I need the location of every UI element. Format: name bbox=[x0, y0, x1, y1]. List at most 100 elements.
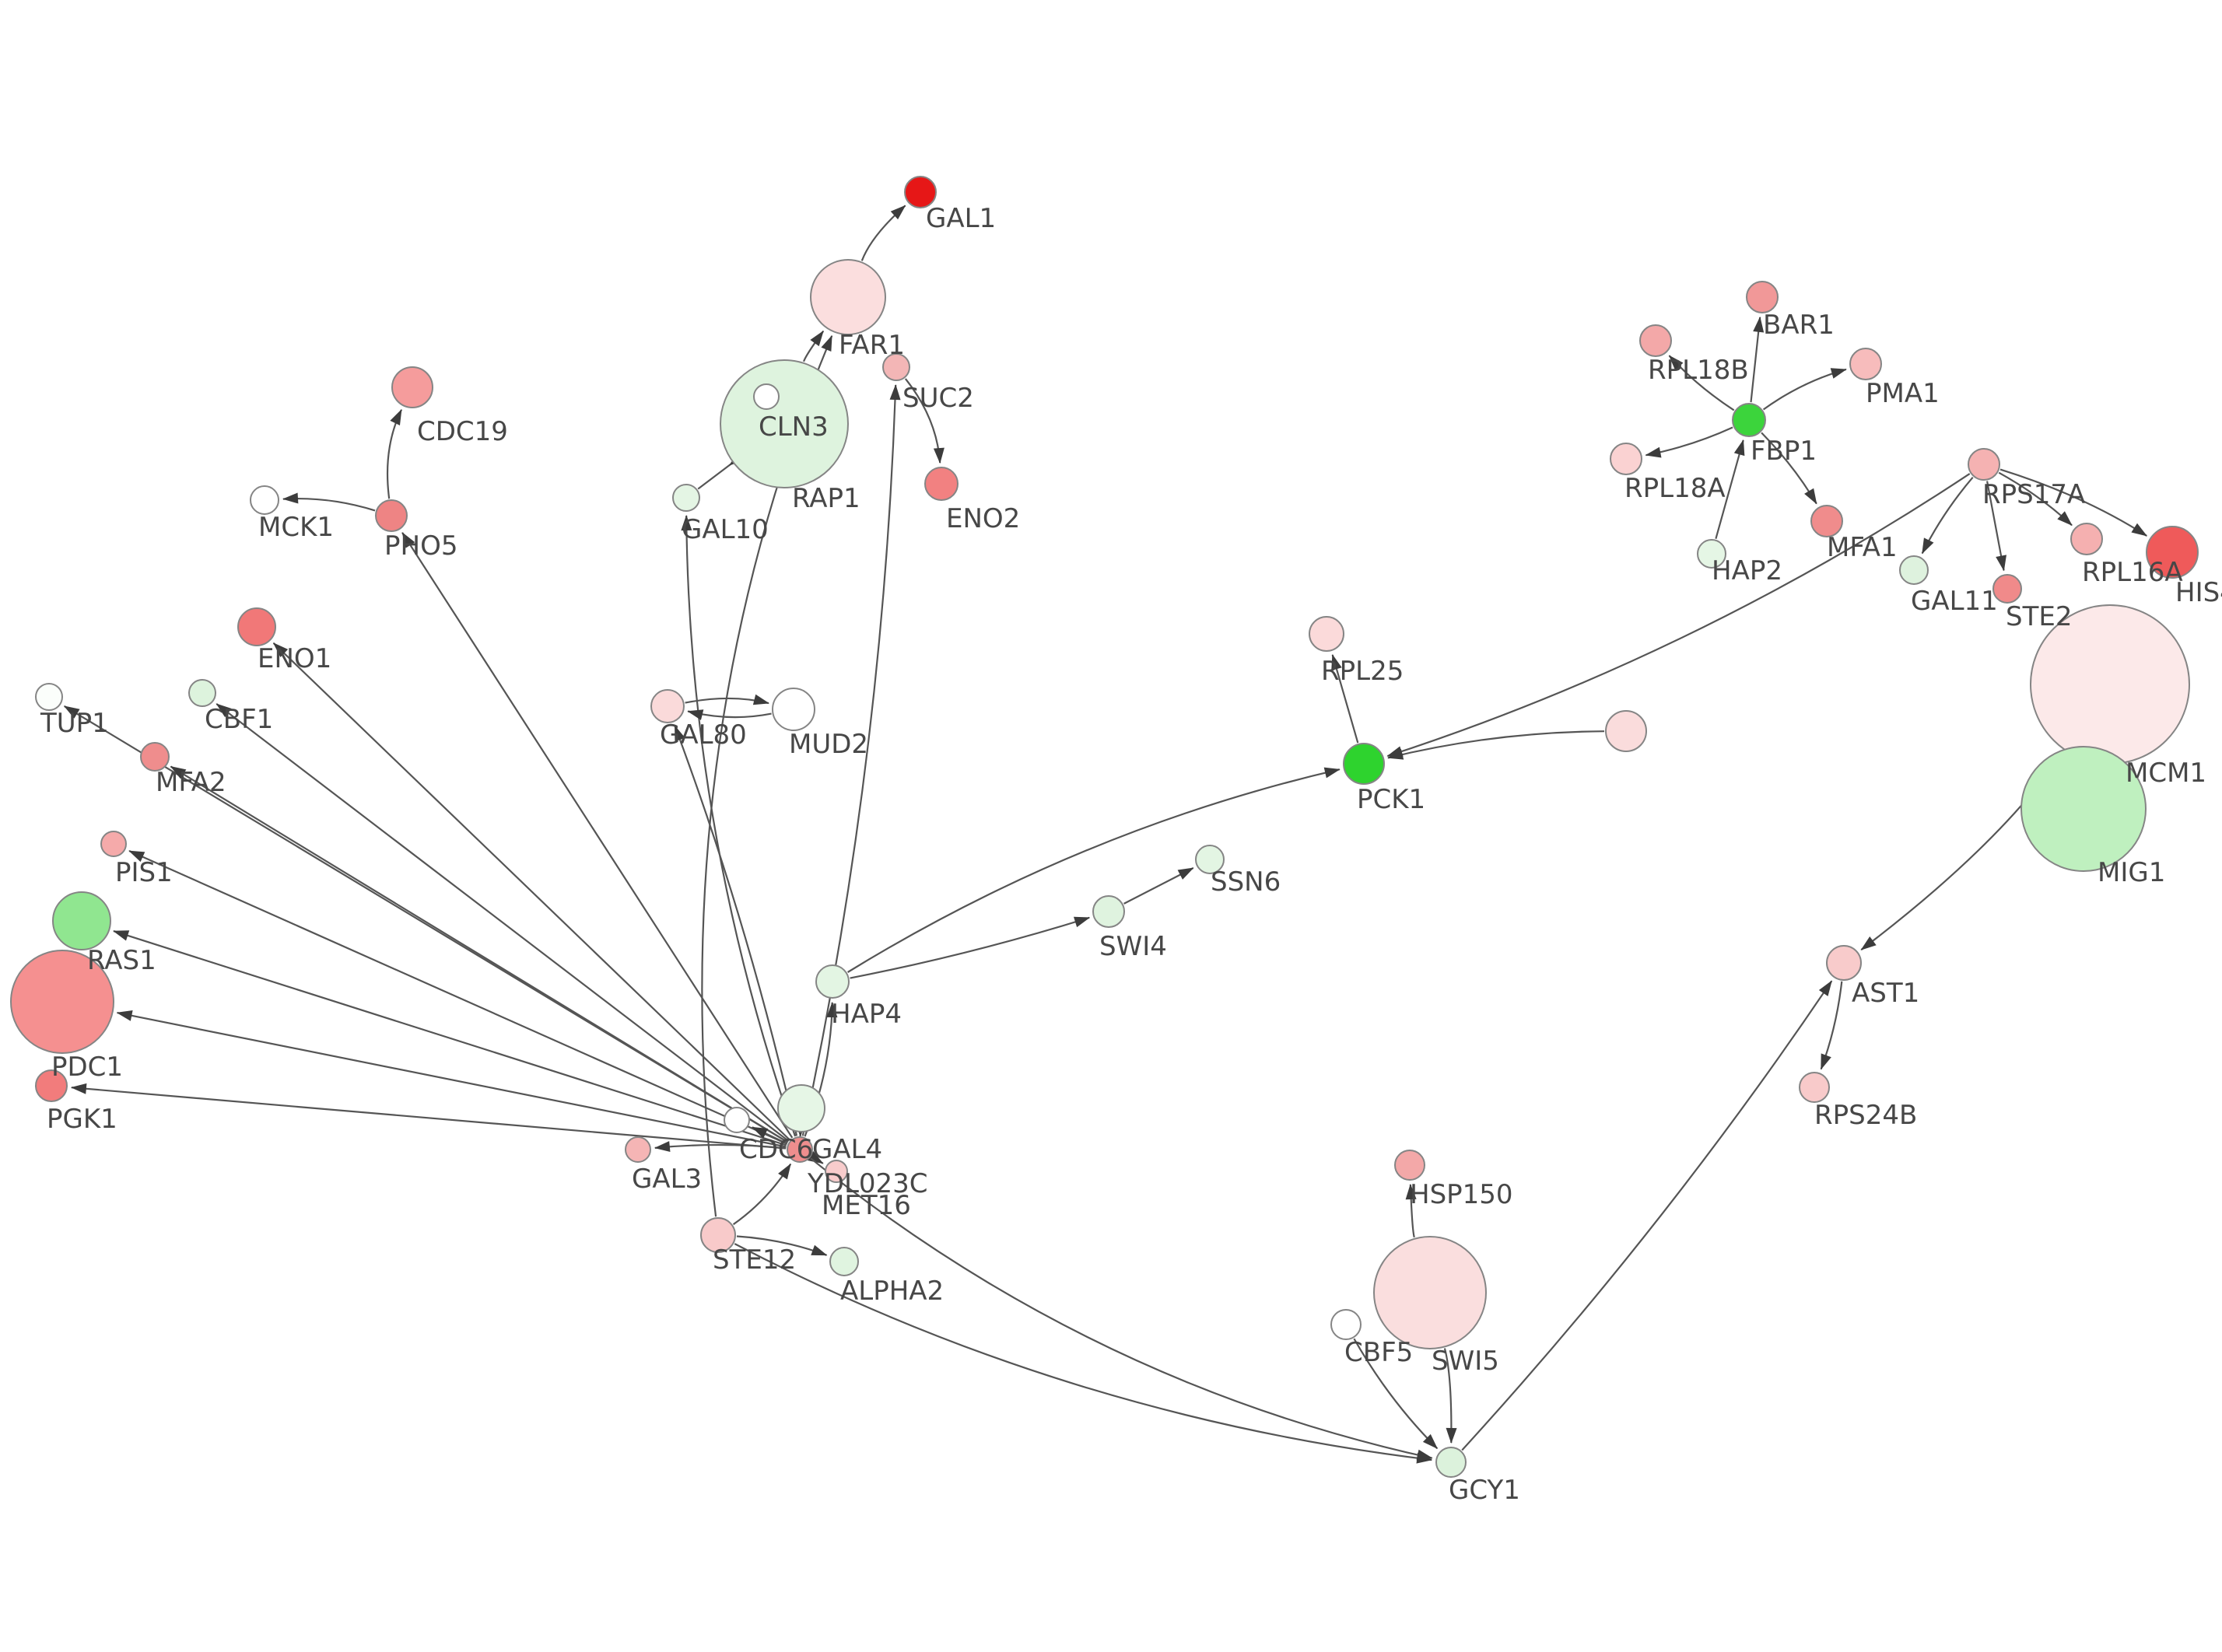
node-CBF1[interactable] bbox=[188, 679, 216, 707]
node-HAP2[interactable] bbox=[1697, 539, 1726, 569]
edge-FBP1-RPL18B[interactable] bbox=[1668, 355, 1735, 411]
edge-STE12-GCY1[interactable] bbox=[734, 1243, 1433, 1464]
node-RPL16A[interactable] bbox=[2070, 523, 2103, 555]
edge-GAL4-CDC6[interactable] bbox=[751, 1126, 788, 1145]
node-YDL023C[interactable] bbox=[777, 1084, 825, 1132]
edge-HAP4-PCK1[interactable] bbox=[847, 767, 1341, 973]
node-UNNAMED1[interactable] bbox=[1605, 710, 1647, 752]
node-HSP150[interactable] bbox=[1394, 1150, 1425, 1181]
edge-CBF5-GCY1[interactable] bbox=[1353, 1338, 1439, 1450]
edge-SWI5-HSP150[interactable] bbox=[1405, 1184, 1417, 1238]
node-GAL3[interactable] bbox=[625, 1136, 651, 1163]
node-MET16[interactable] bbox=[825, 1160, 848, 1183]
node-RAP1[interactable] bbox=[753, 383, 780, 410]
node-RPL18B[interactable] bbox=[1639, 324, 1672, 357]
edge-GAL4-PHO5[interactable] bbox=[401, 532, 794, 1139]
node-SWI4[interactable] bbox=[1092, 895, 1125, 928]
edge-GAL4-PGK1[interactable] bbox=[70, 1083, 787, 1150]
node-MIG1[interactable] bbox=[2020, 746, 2147, 872]
edge-GAL80-MUD2[interactable] bbox=[685, 694, 769, 705]
node-GCY1[interactable] bbox=[1435, 1447, 1467, 1478]
edge-GAL4-SUC2[interactable] bbox=[801, 384, 901, 1136]
node-CDC19[interactable] bbox=[391, 366, 433, 408]
node-RPL25[interactable] bbox=[1309, 616, 1344, 652]
node-SSN6[interactable] bbox=[1195, 845, 1225, 874]
edge-RPS17A-GAL11[interactable] bbox=[1921, 476, 1974, 555]
edge-HAP4-SWI4[interactable] bbox=[850, 916, 1091, 979]
node-PGK1[interactable] bbox=[35, 1069, 68, 1102]
edge-RPS17A-STE2[interactable] bbox=[1986, 481, 2006, 572]
edge-STE12-ALPHA2[interactable] bbox=[736, 1235, 828, 1256]
edge-GAL4-PDC1[interactable] bbox=[116, 1010, 787, 1148]
node-CDC6[interactable] bbox=[724, 1107, 750, 1133]
edge-FBP1-PMA1[interactable] bbox=[1762, 368, 1847, 411]
edge-RPS17A-HIS4[interactable] bbox=[1999, 468, 2148, 537]
node-MFA1[interactable] bbox=[1810, 505, 1843, 537]
edge-SWI5-GCY1[interactable] bbox=[1443, 1348, 1457, 1444]
edge-PHO5-CDC19[interactable] bbox=[386, 408, 402, 499]
edge-GAL4-GCY1[interactable] bbox=[810, 1157, 1433, 1461]
node-CLN3[interactable] bbox=[720, 359, 849, 488]
edge-GAL4-GAL3[interactable] bbox=[654, 1141, 787, 1153]
node-ALPHA2[interactable] bbox=[829, 1247, 859, 1276]
edge-MUD2-GAL80[interactable] bbox=[687, 709, 772, 720]
node-ENO2[interactable] bbox=[924, 467, 959, 501]
node-TUP1[interactable] bbox=[35, 683, 63, 711]
node-PIS1[interactable] bbox=[100, 831, 127, 857]
edge-FBP1-RPL18A[interactable] bbox=[1645, 426, 1733, 458]
node-BAR1[interactable] bbox=[1746, 281, 1779, 313]
node-GAL10[interactable] bbox=[672, 484, 700, 512]
node-RPS17A[interactable] bbox=[1968, 448, 2000, 481]
edge-STE12-GAL4[interactable] bbox=[732, 1163, 792, 1226]
edge-GAL4-ENO1[interactable] bbox=[272, 642, 790, 1141]
edge-SWI4-SSN6[interactable] bbox=[1123, 867, 1194, 905]
node-FBP1[interactable] bbox=[1732, 403, 1766, 437]
edge-FAR1-GAL1[interactable] bbox=[860, 205, 906, 261]
node-PHO5[interactable] bbox=[375, 499, 408, 532]
node-GAL11[interactable] bbox=[1899, 555, 1929, 585]
edge-FBP1-MFA1[interactable] bbox=[1761, 432, 1817, 505]
edge-CLN3-FAR1[interactable] bbox=[803, 330, 825, 362]
node-PDC1[interactable] bbox=[10, 950, 114, 1054]
node-SWI5[interactable] bbox=[1373, 1236, 1487, 1349]
node-MFA2[interactable] bbox=[140, 742, 170, 772]
node-PMA1[interactable] bbox=[1849, 348, 1882, 380]
edge-GCY1-AST1[interactable] bbox=[1461, 980, 1833, 1451]
node-HAP4[interactable] bbox=[815, 964, 850, 999]
node-RPS24B[interactable] bbox=[1799, 1072, 1830, 1103]
edge-SUC2-ENO2[interactable] bbox=[904, 378, 945, 464]
edge-GAL4-MET16[interactable] bbox=[807, 1150, 824, 1164]
node-RAS1[interactable] bbox=[52, 891, 111, 950]
node-MUD2[interactable] bbox=[772, 688, 815, 731]
edge-HAP2-FBP1[interactable] bbox=[1715, 439, 1745, 539]
edge-GAL4-MFA2[interactable] bbox=[170, 765, 789, 1143]
node-SUC2[interactable] bbox=[882, 353, 910, 381]
node-GAL4[interactable] bbox=[787, 1136, 813, 1163]
node-FAR1[interactable] bbox=[810, 259, 886, 335]
node-GAL80[interactable] bbox=[650, 689, 685, 723]
edge-GAL4-PIS1[interactable] bbox=[128, 849, 788, 1145]
edge-FBP1-BAR1[interactable] bbox=[1750, 316, 1765, 403]
edge-GAL4-GAL80[interactable] bbox=[674, 725, 798, 1136]
node-RPL18A[interactable] bbox=[1610, 443, 1642, 475]
edge-PHO5-MCK1[interactable] bbox=[282, 492, 376, 512]
node-MCK1[interactable] bbox=[250, 485, 279, 515]
node-STE2[interactable] bbox=[1992, 574, 2022, 604]
edge-UNNAMED1-PCK1[interactable] bbox=[1387, 730, 1605, 760]
edge-GAL4-CBF1[interactable] bbox=[216, 703, 790, 1142]
edge-PCK1-RPL25[interactable] bbox=[1331, 653, 1359, 744]
node-CBF5[interactable] bbox=[1330, 1309, 1362, 1340]
node-ENO1[interactable] bbox=[237, 607, 276, 646]
node-PCK1[interactable] bbox=[1343, 743, 1385, 785]
node-GAL1[interactable] bbox=[904, 176, 937, 208]
edge-GAL4-RAS1[interactable] bbox=[113, 930, 787, 1146]
edge-AST1-RPS24B[interactable] bbox=[1820, 981, 1843, 1070]
edge-RPS17A-RPL16A[interactable] bbox=[1998, 471, 2073, 527]
node-AST1[interactable] bbox=[1826, 945, 1862, 981]
node-HIS4[interactable] bbox=[2146, 526, 2199, 579]
edge-GAL10-CLN3[interactable] bbox=[697, 451, 745, 490]
node-STE12[interactable] bbox=[700, 1217, 736, 1253]
edge-RPS17A-PCK1[interactable] bbox=[1386, 473, 1971, 758]
edge-GAL4-GAL10[interactable] bbox=[681, 515, 797, 1137]
